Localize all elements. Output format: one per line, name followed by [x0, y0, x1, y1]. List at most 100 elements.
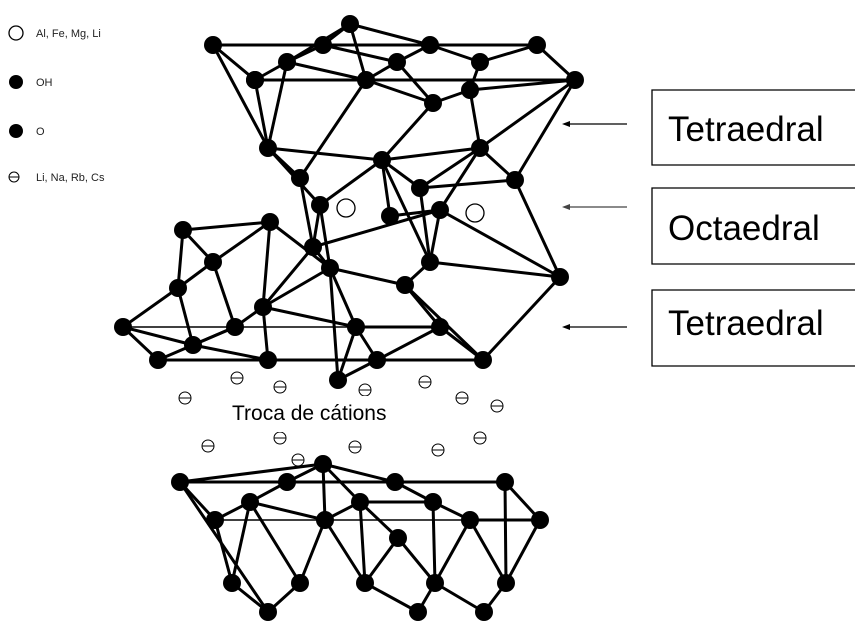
- bond-line: [418, 178, 517, 190]
- bond-line: [468, 518, 508, 585]
- bond-line: [428, 260, 562, 279]
- atom-dot: [421, 253, 439, 271]
- bond-line: [323, 518, 367, 585]
- bond-line: [431, 500, 437, 585]
- atom-dot: [204, 36, 222, 54]
- bond-line: [230, 500, 252, 585]
- atom-dot: [528, 36, 546, 54]
- open-circle-icon: [8, 25, 24, 41]
- layer-label-text: Tetraedral: [668, 110, 824, 149]
- crossed-circle-icon: [348, 440, 362, 454]
- atom-dot: [246, 71, 264, 89]
- bond-line: [321, 462, 397, 484]
- atom-dot: [174, 221, 192, 239]
- atom-dot: [347, 318, 365, 336]
- bond-line: [513, 78, 577, 182]
- atom-dot: [368, 351, 386, 369]
- crossed-circle-icon: [273, 431, 287, 445]
- bond-line: [298, 78, 368, 180]
- bond-line: [380, 158, 432, 264]
- bond-line: [363, 581, 420, 614]
- atom-dot: [241, 493, 259, 511]
- bond-line: [253, 78, 270, 150]
- bond-line: [178, 462, 325, 484]
- bond-line: [418, 186, 432, 264]
- bond-line: [380, 101, 435, 162]
- bond-line: [178, 480, 270, 614]
- bond-line: [266, 146, 384, 162]
- atom-dot: [291, 169, 309, 187]
- atom-dot: [496, 473, 514, 491]
- layer-arrows: [562, 121, 627, 330]
- bond-line: [336, 325, 358, 382]
- atom-dot: [461, 81, 479, 99]
- bond-line: [268, 220, 332, 270]
- atom-dot: [409, 603, 427, 621]
- bond-line: [481, 275, 562, 362]
- bond-line: [176, 286, 195, 347]
- atom-dot: [259, 603, 277, 621]
- arrow-icon: [562, 204, 627, 210]
- crossed-circle-icon: [490, 399, 504, 413]
- atom-dot: [386, 473, 404, 491]
- atom-dot: [291, 574, 309, 592]
- atom-dot: [169, 279, 187, 297]
- crossed-circle-icon: [178, 391, 192, 405]
- bond-line: [418, 146, 482, 190]
- upper-layer-lattice: [114, 15, 584, 389]
- atom-dot: [321, 259, 339, 277]
- bond-line: [285, 60, 368, 82]
- legend-label-exchange-cations: Li, Na, Rb, Cs: [36, 172, 105, 184]
- bond-line: [348, 22, 368, 82]
- bond-line: [513, 178, 562, 279]
- atom-dot: [388, 53, 406, 71]
- atom-dot: [356, 574, 374, 592]
- bond-line: [438, 146, 482, 212]
- cation-open-circle: [465, 203, 485, 223]
- bond-line: [478, 43, 539, 64]
- crossed-circle-icon: [358, 383, 372, 397]
- atom-dot: [171, 473, 189, 491]
- bond-line: [266, 60, 289, 150]
- exchange-label: Troca de cátions: [232, 402, 386, 425]
- atom-dot: [261, 213, 279, 231]
- bond-line: [468, 78, 577, 92]
- bond-line: [211, 43, 257, 82]
- atom-dot: [259, 139, 277, 157]
- atom-dot: [471, 53, 489, 71]
- atom-dot: [341, 15, 359, 33]
- bond-line: [358, 500, 367, 585]
- atom-dot: [278, 53, 296, 71]
- bond-line: [321, 43, 399, 64]
- atom-dot: [411, 179, 429, 197]
- legend-label-cations: Al, Fe, Mg, Li: [36, 28, 101, 40]
- layer-label-tetraedral-top: Tetraedral: [651, 89, 855, 166]
- bond-line: [395, 60, 435, 105]
- bond-line: [176, 228, 185, 290]
- atom-dot: [114, 318, 132, 336]
- atom-dot: [304, 238, 322, 256]
- atom-dot: [149, 351, 167, 369]
- bond-line: [438, 208, 562, 279]
- atom-dot: [314, 36, 332, 54]
- filled-circle-icon: [9, 124, 23, 138]
- bond-line: [433, 581, 486, 614]
- arrow-icon: [562, 121, 627, 127]
- bond-line: [248, 500, 302, 585]
- atom-dot: [497, 574, 515, 592]
- atom-dot: [421, 36, 439, 54]
- crossed-circle-icon: [8, 171, 20, 183]
- atom-dot: [424, 94, 442, 112]
- layer-label-tetraedral-bottom: Tetraedral: [651, 289, 855, 367]
- bond-line: [363, 536, 400, 585]
- bond-line: [318, 203, 332, 270]
- atom-dot: [424, 493, 442, 511]
- bond-line: [311, 208, 442, 249]
- atom-dot: [259, 351, 277, 369]
- crossed-circle-icon: [418, 375, 432, 389]
- bond-line: [211, 220, 272, 264]
- atom-dot: [474, 351, 492, 369]
- bond-line: [211, 43, 270, 150]
- legend: Al, Fe, Mg, Li OH O Li, Na, Rb, Cs: [8, 25, 105, 184]
